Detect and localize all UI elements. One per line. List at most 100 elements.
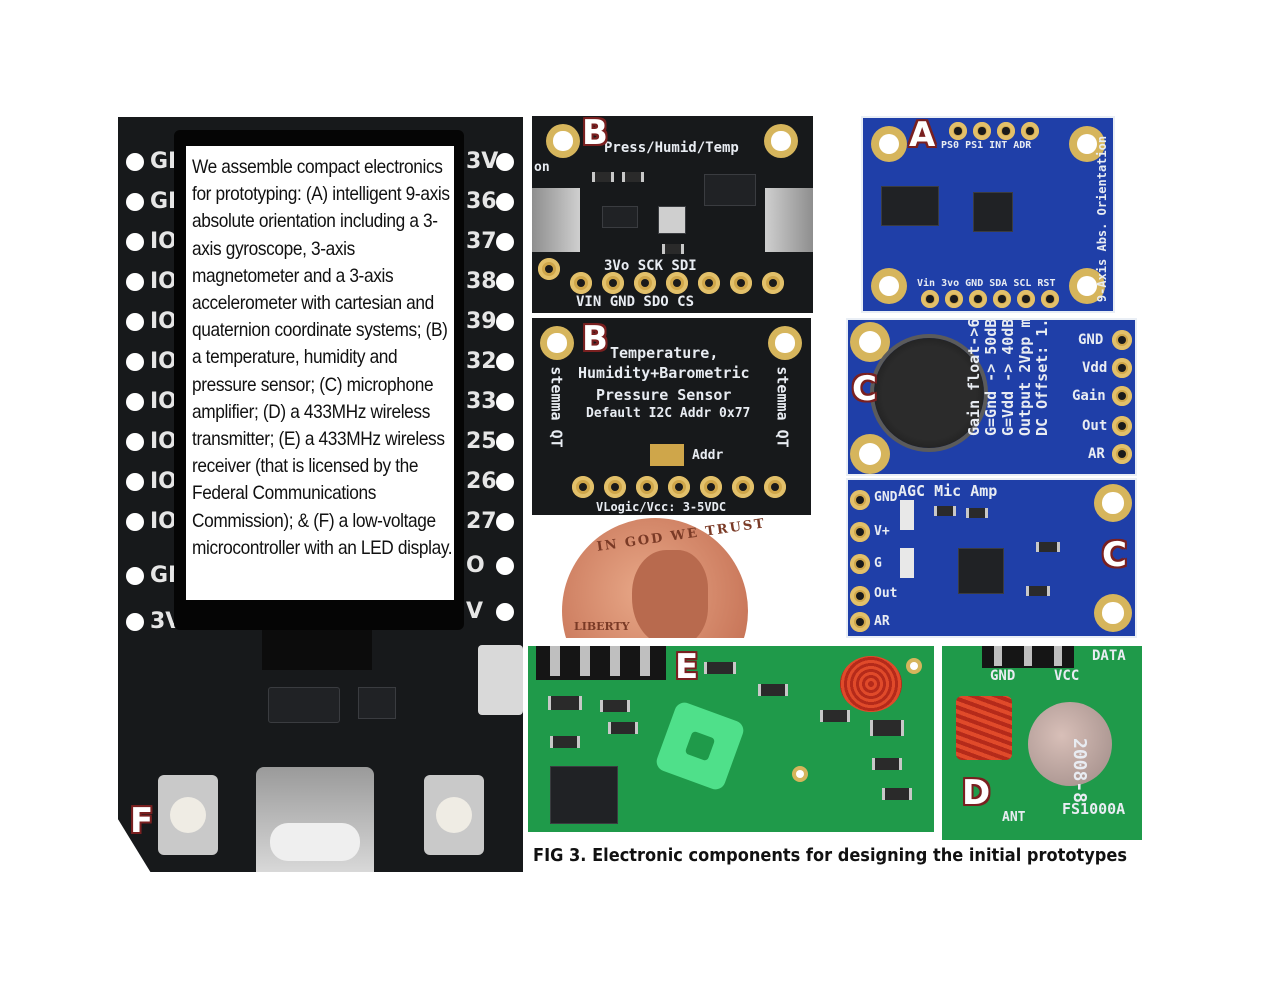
tuning-capacitor[interactable] [653,699,747,793]
ant-label: ANT [1002,810,1026,825]
pin-pad [973,122,991,140]
mount-hole [871,126,907,162]
pin-label: AR [874,614,890,629]
pin-pad [666,272,688,294]
pin-pad [850,490,870,510]
decoder-chip [550,766,618,824]
mic-amp-board-top: Gain float->60dB G=Gnd -> 50dB G=Vdd -> … [846,318,1137,476]
label-c-2: C [1102,535,1127,575]
description-box: We assemble compact electronics for prot… [186,146,454,600]
pin-label: Out [1082,418,1108,434]
sensor-chip [658,206,686,234]
pin-label: GND [1078,332,1104,348]
pin-label: IO [150,389,177,414]
gain-line: Output 2Vpp max [1016,318,1034,436]
resistor [758,684,788,696]
mount-hole [850,322,890,362]
label-b: B [582,113,608,153]
pin-pad [572,476,594,498]
boot-button[interactable] [424,775,484,855]
description-text: We assemble compact electronics for prot… [192,157,453,559]
gain-line: Gain float->60dB [965,318,983,436]
rf-coil [840,656,902,712]
pin-label: 36 [466,189,497,214]
pin-pad [850,586,870,606]
side-switch[interactable] [478,645,523,715]
pin-pad [1112,330,1132,350]
label-a: A [909,115,936,155]
pin-pad [969,290,987,308]
lincoln-profile [632,550,708,646]
pin-pad [1021,122,1039,140]
bottom-pin-labels: Vin 3vo GND SDA SCL RST [917,278,1056,289]
mount-hole [768,326,802,360]
pin-pad [921,290,939,308]
receiver-board-e [528,646,934,832]
pin-label: AR [1088,446,1105,462]
regulator-chip [602,206,638,228]
pin-label: 37 [466,229,497,254]
resistor [934,506,956,516]
addr-jumper[interactable] [650,444,684,466]
brand-right: stemma QT [773,366,792,448]
stemma-connector[interactable] [765,188,813,252]
pin-pad [698,272,720,294]
resistor [1026,586,1050,596]
sensor-line-1: Temperature, [610,344,719,362]
reset-button[interactable] [158,775,218,855]
solder-joint [792,766,808,782]
pin-pad [850,554,870,574]
on-label: on [534,160,550,175]
model-label: FS1000A [1062,800,1126,818]
mount-hole [871,268,907,304]
mic-amp-board-bottom: AGC Mic Amp GND V+ G Out AR [846,478,1137,638]
mount-hole [764,124,798,158]
regulator-chip [881,186,939,226]
usb-c-connector[interactable] [256,767,374,872]
vcc-footer: VLogic/Vcc: 3-5VDC [596,500,727,514]
screen-flex [262,630,372,670]
pin-pad [764,476,786,498]
pin-label: IO [150,229,177,254]
pin-label: 38 [466,269,497,294]
pin-pad [602,272,624,294]
pin-pad [945,290,963,308]
mount-hole [1069,126,1105,162]
sensor-line-3: Pressure Sensor [596,386,732,404]
pin-pad [732,476,754,498]
pin-pad [700,476,722,498]
bme-sensor-board-top: Press/Humid/Temp on 3Vo SCK SDI VIN GND … [532,116,813,313]
header-pins [536,646,666,680]
sensor-line-2: Humidity+Barometric [578,364,750,382]
bme-sensor-board-bottom: Temperature, Humidity+Barometric Pressur… [532,318,811,515]
mount-hole [850,434,890,474]
resistor [600,700,630,712]
resistor [872,758,902,770]
pin-pad [993,290,1011,308]
label-f: F [130,801,154,841]
pin-label: IO [150,429,177,454]
pin-label: O [466,553,485,578]
microphone-capsule [874,338,984,448]
coin-liberty: LIBERTY [574,620,630,633]
rf-coil [956,696,1012,760]
pin-label: 33 [466,389,497,414]
pin-pad [850,522,870,542]
pin-label: IO [150,469,177,494]
pin-label: V [466,599,484,624]
transistor-chip [358,687,396,719]
sensor-line-4: Default I2C Addr 0x77 [586,406,751,421]
solder-joint [906,658,922,674]
stemma-connector[interactable] [532,188,580,252]
resistor [966,508,988,518]
gnd-pin-label: GND [990,668,1016,684]
resistor [870,720,904,736]
resistor [608,722,638,734]
pin-label: Vdd [1082,360,1108,376]
resistor [704,662,736,674]
label-d: D [962,773,991,813]
pin-label: V+ [874,524,890,539]
pin-pad [949,122,967,140]
capacitor [900,500,914,530]
resistor [622,172,644,182]
